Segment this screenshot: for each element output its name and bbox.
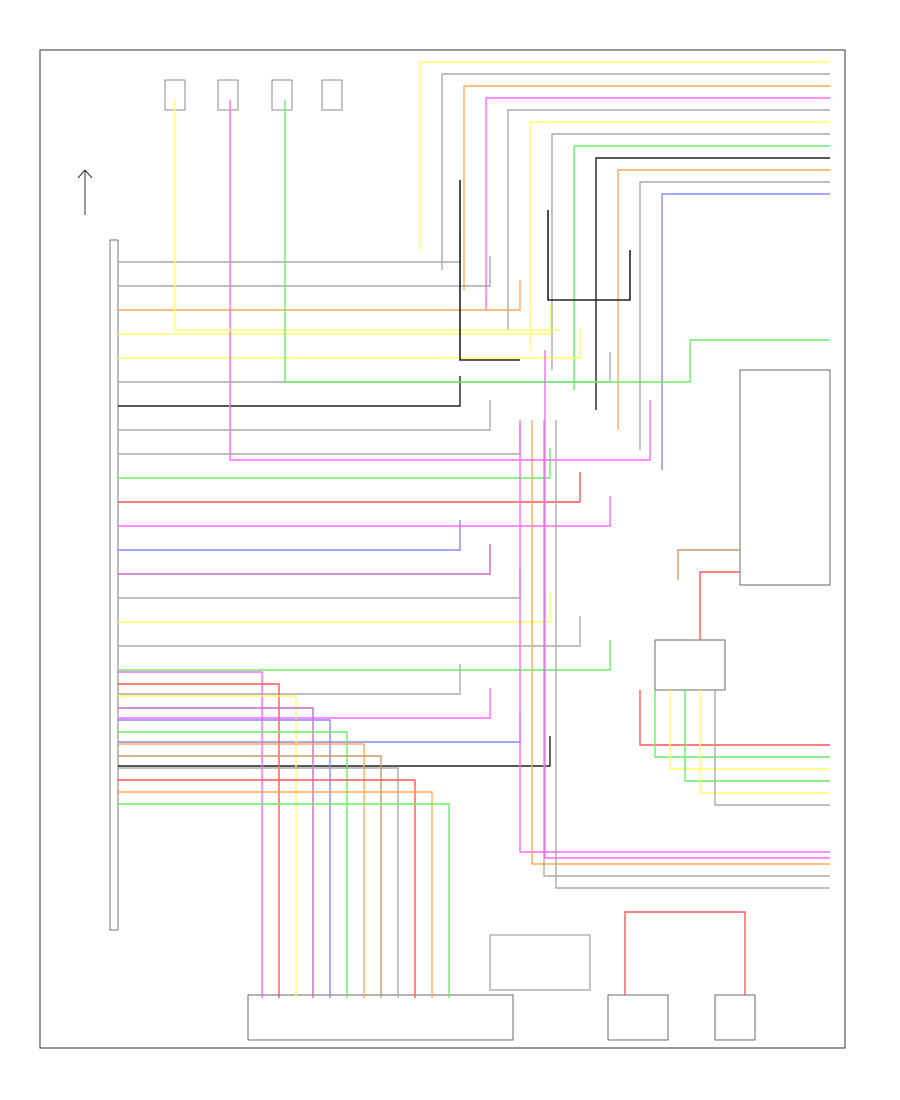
- wire-left-5: [118, 352, 611, 383]
- bottom-wire-bundle: [118, 671, 450, 998]
- wire-left-1: [118, 256, 491, 287]
- sensor-module: [654, 639, 726, 691]
- wire-bottom-8: [118, 767, 399, 998]
- wire-bottom-7: [118, 755, 382, 998]
- wire-pink-right: [544, 350, 830, 859]
- wire-right-4: [507, 109, 830, 330]
- wire-right-mid-1: [654, 690, 830, 758]
- wire-right-low-1: [531, 420, 830, 865]
- misc-wires: [174, 100, 830, 995]
- wire-bottom-10: [118, 791, 433, 998]
- wire-bottom-9: [118, 779, 416, 998]
- wire-right-mid-4: [699, 690, 830, 794]
- left-connector-block: [109, 239, 119, 931]
- wire-right-11: [661, 193, 830, 470]
- wire-right-0: [419, 61, 830, 250]
- wire-left-10: [118, 472, 581, 503]
- bottom-module-right-b: [714, 994, 756, 1041]
- wire-right-5: [529, 121, 830, 350]
- top-fuse-connectors: [164, 79, 343, 111]
- wire-left-17: [118, 640, 611, 671]
- wire-left-21: [118, 736, 551, 767]
- wire-right-mid-3: [684, 690, 830, 782]
- wire-left-12: [118, 520, 461, 551]
- wire-left-14: [118, 568, 521, 599]
- wire-bottom-0: [118, 671, 263, 998]
- wire-right-low-2: [543, 420, 830, 877]
- wire-bottom-3: [118, 707, 314, 998]
- right-wire-bundle: [419, 61, 830, 470]
- antenna-icon: [77, 169, 93, 215]
- wire-right-2: [463, 85, 830, 290]
- wire-left-2: [118, 280, 521, 311]
- wire-pink-trunk: [229, 100, 651, 461]
- wire-left-6: [118, 376, 461, 407]
- wire-bottom-5: [118, 731, 348, 998]
- bottom-module-small: [489, 934, 591, 991]
- wire-left-15: [118, 592, 551, 623]
- wire-left-4: [118, 328, 581, 359]
- wire-right-10: [639, 181, 830, 450]
- wire-bottom-11: [118, 803, 450, 998]
- wire-right-3: [485, 97, 830, 310]
- wire-bottom-6: [118, 743, 365, 998]
- wire-left-3: [118, 304, 551, 335]
- wire-left-16: [118, 616, 581, 647]
- wire-bottom-1: [118, 683, 280, 998]
- wire-right-low-0: [519, 420, 830, 853]
- wire-black-loop: [459, 180, 520, 361]
- wire-green-trunk: [284, 100, 830, 383]
- wire-black-loop-2: [547, 210, 631, 301]
- wire-brown-switch: [677, 549, 740, 580]
- wire-left-7: [118, 400, 491, 431]
- wire-left-9: [118, 448, 551, 479]
- wire-right-mid-5: [714, 690, 830, 806]
- wire-left-18: [118, 664, 461, 695]
- wire-bottom-2: [118, 695, 297, 998]
- wire-left-20: [118, 712, 521, 743]
- wire-right-9: [617, 169, 830, 430]
- left-wire-bundle: [118, 232, 611, 767]
- wire-right-mid-0: [639, 690, 830, 746]
- switch-module: [739, 369, 831, 586]
- wire-left-19: [118, 688, 491, 719]
- wire-right-mid-2: [669, 690, 830, 770]
- wire-left-8: [118, 424, 521, 455]
- wire-right-6: [551, 133, 830, 370]
- wire-right-8: [595, 157, 830, 410]
- bottom-module-main: [247, 994, 514, 1041]
- wire-red-switch: [699, 571, 740, 640]
- wire-right-1: [441, 73, 830, 270]
- bottom-module-right-a: [607, 994, 669, 1041]
- wire-right-7: [573, 145, 830, 390]
- diagram-frame: [39, 49, 846, 1049]
- wire-left-11: [118, 496, 611, 527]
- wire-right-low-3: [555, 420, 830, 889]
- wire-left-13: [118, 544, 491, 575]
- wire-yellow-trunk: [174, 100, 560, 331]
- wire-bottom-4: [118, 719, 331, 998]
- wire-red-bottom-right: [624, 911, 746, 995]
- wire-left-0: [118, 232, 461, 263]
